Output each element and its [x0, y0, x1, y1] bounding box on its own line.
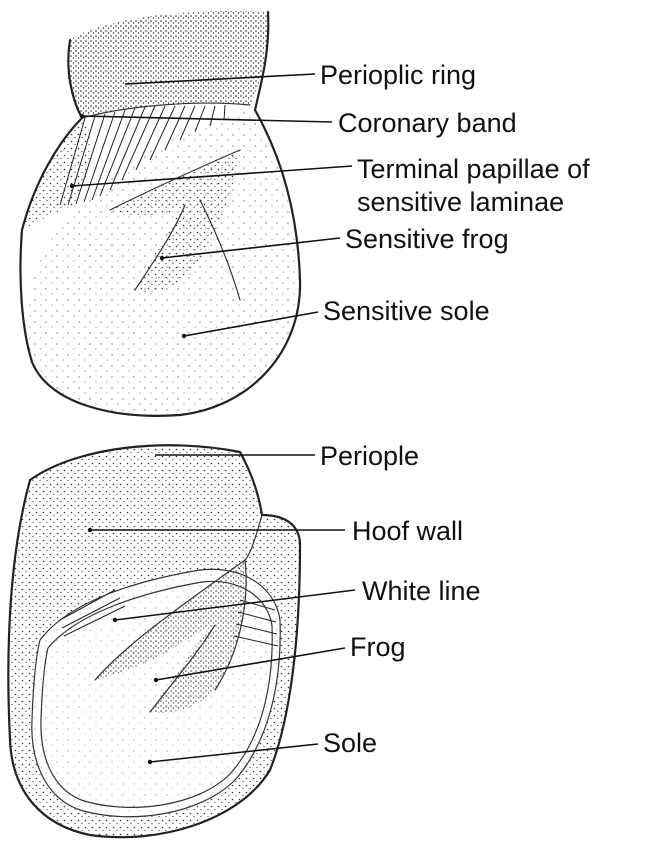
label-perioplic-ring: Perioplic ring	[320, 60, 476, 90]
perioplic-ring-region	[67, 11, 269, 118]
label-coronary-band: Coronary band	[338, 108, 517, 138]
label-sensitive-frog: Sensitive frog	[345, 224, 509, 254]
label-white-line: White line	[362, 576, 481, 606]
label-sole: Sole	[323, 728, 377, 758]
label-sensitive-sole: Sensitive sole	[323, 296, 490, 326]
lower-hoof-drawing	[8, 445, 300, 837]
labels: Perioplic ring Coronary band Terminal pa…	[320, 60, 590, 758]
label-terminal-papillae-line2: sensitive laminae	[357, 187, 564, 217]
label-terminal-papillae-line1: Terminal papillae of	[357, 154, 590, 184]
label-periople: Periople	[320, 441, 419, 471]
label-frog: Frog	[350, 632, 406, 662]
upper-hoof-drawing	[20, 11, 300, 416]
label-hoof-wall: Hoof wall	[352, 516, 463, 546]
